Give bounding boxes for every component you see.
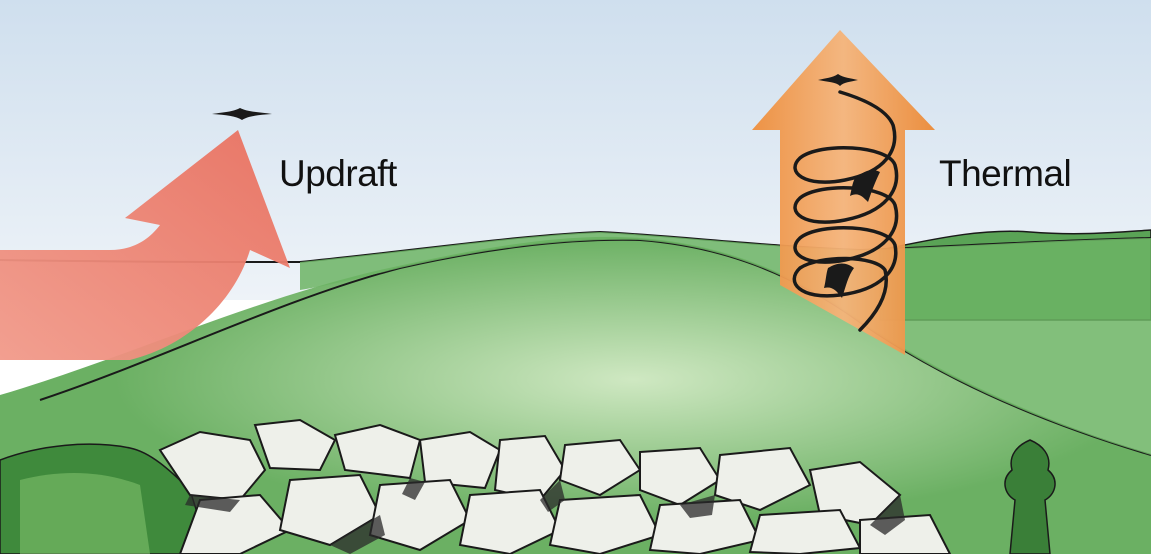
thermal-label: Thermal [939,153,1071,195]
shrubs-left-highlight [20,473,150,554]
tree-right [1005,440,1055,554]
updraft-label: Updraft [279,153,397,195]
